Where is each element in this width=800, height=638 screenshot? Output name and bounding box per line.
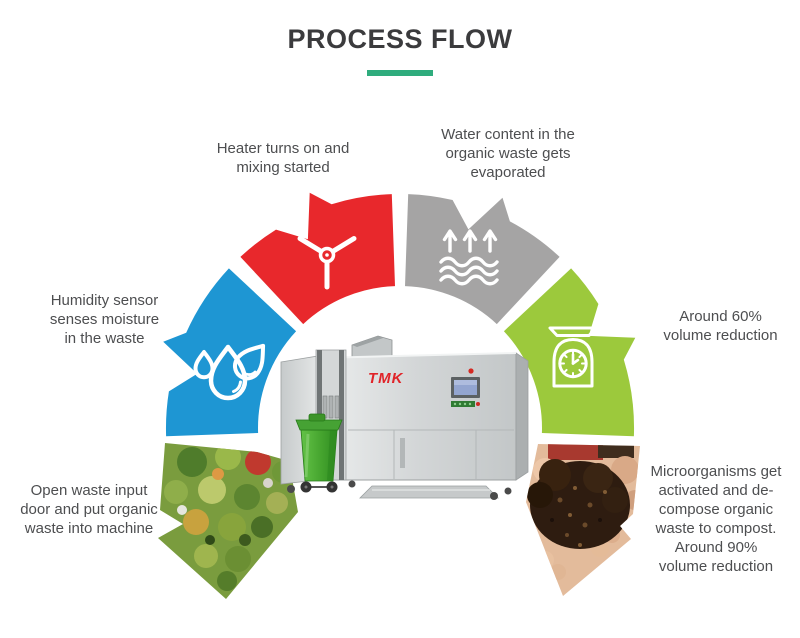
weighing-scale-icon bbox=[548, 326, 598, 388]
water-drops-icon bbox=[193, 343, 266, 401]
evaporation-icon bbox=[439, 229, 499, 286]
compost-hands-photo bbox=[526, 444, 640, 596]
segment-reduction bbox=[503, 268, 636, 437]
output-tray bbox=[359, 485, 499, 499]
label-composting: Microorganisms get activated and de- com… bbox=[650, 463, 782, 575]
label-volume-reduction: Around 60% volume reduction bbox=[663, 308, 778, 344]
mixing-fan-icon bbox=[297, 236, 357, 290]
label-evaporation: Water content in the organic waste gets … bbox=[441, 126, 575, 181]
segment-heating bbox=[240, 192, 395, 325]
green-wheelie-bin bbox=[295, 413, 343, 493]
control-screen bbox=[451, 377, 480, 398]
label-humidity-sensing: Humidity sensor senses moisture in the w… bbox=[49, 292, 160, 347]
control-buttons bbox=[451, 401, 480, 407]
composting-machine: TMK bbox=[280, 335, 529, 500]
machine-brand: TMK bbox=[368, 370, 404, 387]
title-block: PROCESS FLOW bbox=[0, 24, 800, 55]
label-waste-input: Open waste input door and put organic wa… bbox=[20, 482, 158, 537]
title-underline bbox=[367, 70, 433, 76]
label-heating-mixing: Heater turns on and mixing started bbox=[216, 140, 350, 176]
indicator-led bbox=[468, 368, 474, 374]
page-title: PROCESS FLOW bbox=[287, 24, 513, 54]
